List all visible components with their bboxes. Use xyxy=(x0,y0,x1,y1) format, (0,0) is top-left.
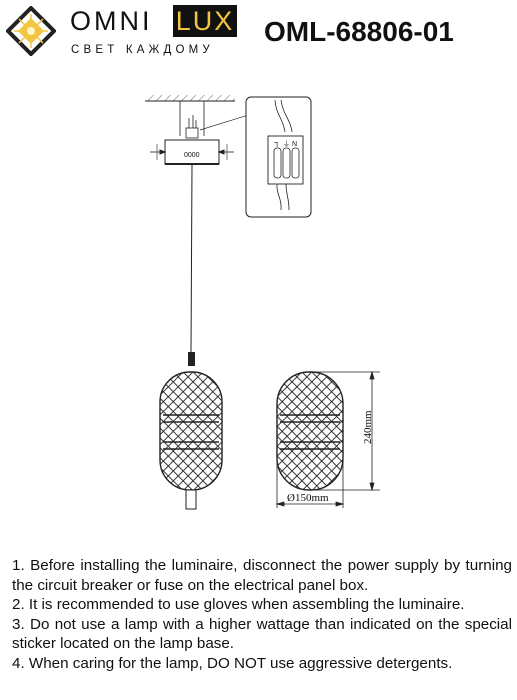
cable-holder xyxy=(188,352,195,366)
instruction-item: 4. When caring for the lamp, DO NOT use … xyxy=(12,654,453,672)
installation-diagram: 0000 L ⏚ N xyxy=(145,95,380,510)
terminal-label-neutral: N xyxy=(292,141,297,148)
height-label: 240mm xyxy=(362,410,374,444)
terminal-box-label: 0000 xyxy=(184,152,200,159)
instruction-item: 1. Before installing the luminaire, disc… xyxy=(12,557,512,594)
suspension-cable xyxy=(190,164,193,353)
ceiling-canopy xyxy=(150,101,234,165)
terminal-label-live: L xyxy=(274,140,278,147)
safety-instructions: 1. Before installing the luminaire, disc… xyxy=(12,556,512,674)
wiring-detail xyxy=(245,96,312,218)
diameter-dimension xyxy=(275,430,345,508)
lamp-shade-front xyxy=(159,371,223,510)
ceiling xyxy=(145,95,235,102)
brand-logo-icon xyxy=(6,6,56,56)
header: OMNI LUX СВЕТ КАЖДОМУ OML-68806-01 xyxy=(0,0,517,70)
instruction-item: 3. Do not use a lamp with a higher watta… xyxy=(12,615,512,653)
brand-slogan: СВЕТ КАЖДОМУ xyxy=(71,44,214,56)
diameter-label: Ø150mm xyxy=(287,492,329,504)
terminal-label-ground: ⏚ xyxy=(283,140,290,148)
lamp-shade-side xyxy=(276,371,344,491)
instruction-item: 2. It is recommended to use gloves when … xyxy=(12,596,465,614)
height-dimension xyxy=(310,370,380,492)
model-number: OML-68806-01 xyxy=(264,16,454,47)
brand-name: OMNI xyxy=(70,6,153,36)
brand-name-highlight: LUX xyxy=(173,5,237,37)
